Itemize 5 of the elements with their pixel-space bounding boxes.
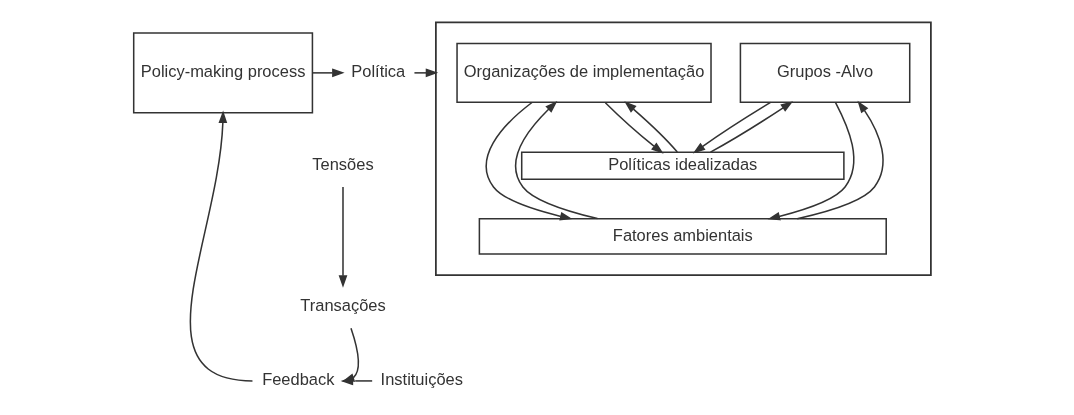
- node-text: Feedback: [262, 370, 335, 389]
- node-text: Transações: [300, 296, 386, 315]
- node-text: Tensões: [312, 155, 374, 174]
- node-text: Instituições: [380, 370, 463, 389]
- node-text: Política: [351, 62, 406, 81]
